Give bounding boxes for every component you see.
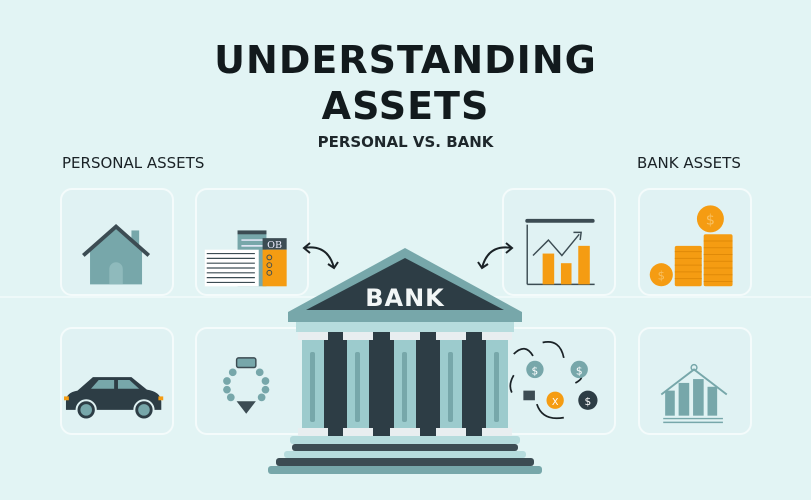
- card-investment-chart: [502, 188, 616, 296]
- bank-building-icon: [268, 248, 542, 474]
- svg-text:$: $: [658, 269, 665, 283]
- building-icon: [660, 363, 728, 424]
- svg-text:Ⅹ: Ⅹ: [552, 397, 559, 408]
- car-icon: [64, 377, 164, 421]
- bank-building: BANK: [240, 240, 570, 480]
- card-documents: OB: [195, 188, 309, 296]
- card-cash-reserves: $ $: [638, 188, 752, 296]
- page-title-line1: UNDERSTANDING: [214, 38, 597, 82]
- documents-icon: OB: [204, 230, 287, 287]
- arrow-documents-to-bank-icon: [302, 242, 339, 270]
- card-jewelry: [195, 327, 309, 435]
- card-house: [60, 188, 174, 296]
- card-money-flow: $ $ Ⅹ $: [502, 327, 616, 435]
- coins-icon: $ $: [649, 205, 733, 287]
- page-title-line2: ASSETS: [321, 84, 490, 128]
- money-flow-icon: $ $ Ⅹ $: [509, 341, 598, 420]
- bank-assets-label: BANK ASSETS: [637, 154, 741, 172]
- svg-text:$: $: [585, 396, 592, 408]
- arrow-bank-to-chart-icon: [477, 242, 514, 270]
- house-icon: [82, 224, 151, 285]
- svg-text:$: $: [576, 365, 583, 377]
- svg-text:OB: OB: [267, 240, 282, 251]
- page-subtitle: PERSONAL VS. BANK: [317, 133, 494, 151]
- card-property: [638, 327, 752, 435]
- bank-label: BANK: [365, 284, 445, 312]
- svg-text:$: $: [706, 213, 715, 229]
- jewelry-icon: [223, 357, 270, 414]
- bar-chart-icon: [525, 218, 595, 286]
- card-car: [60, 327, 174, 435]
- personal-assets-label: PERSONAL ASSETS: [62, 154, 205, 172]
- svg-text:$: $: [532, 365, 539, 377]
